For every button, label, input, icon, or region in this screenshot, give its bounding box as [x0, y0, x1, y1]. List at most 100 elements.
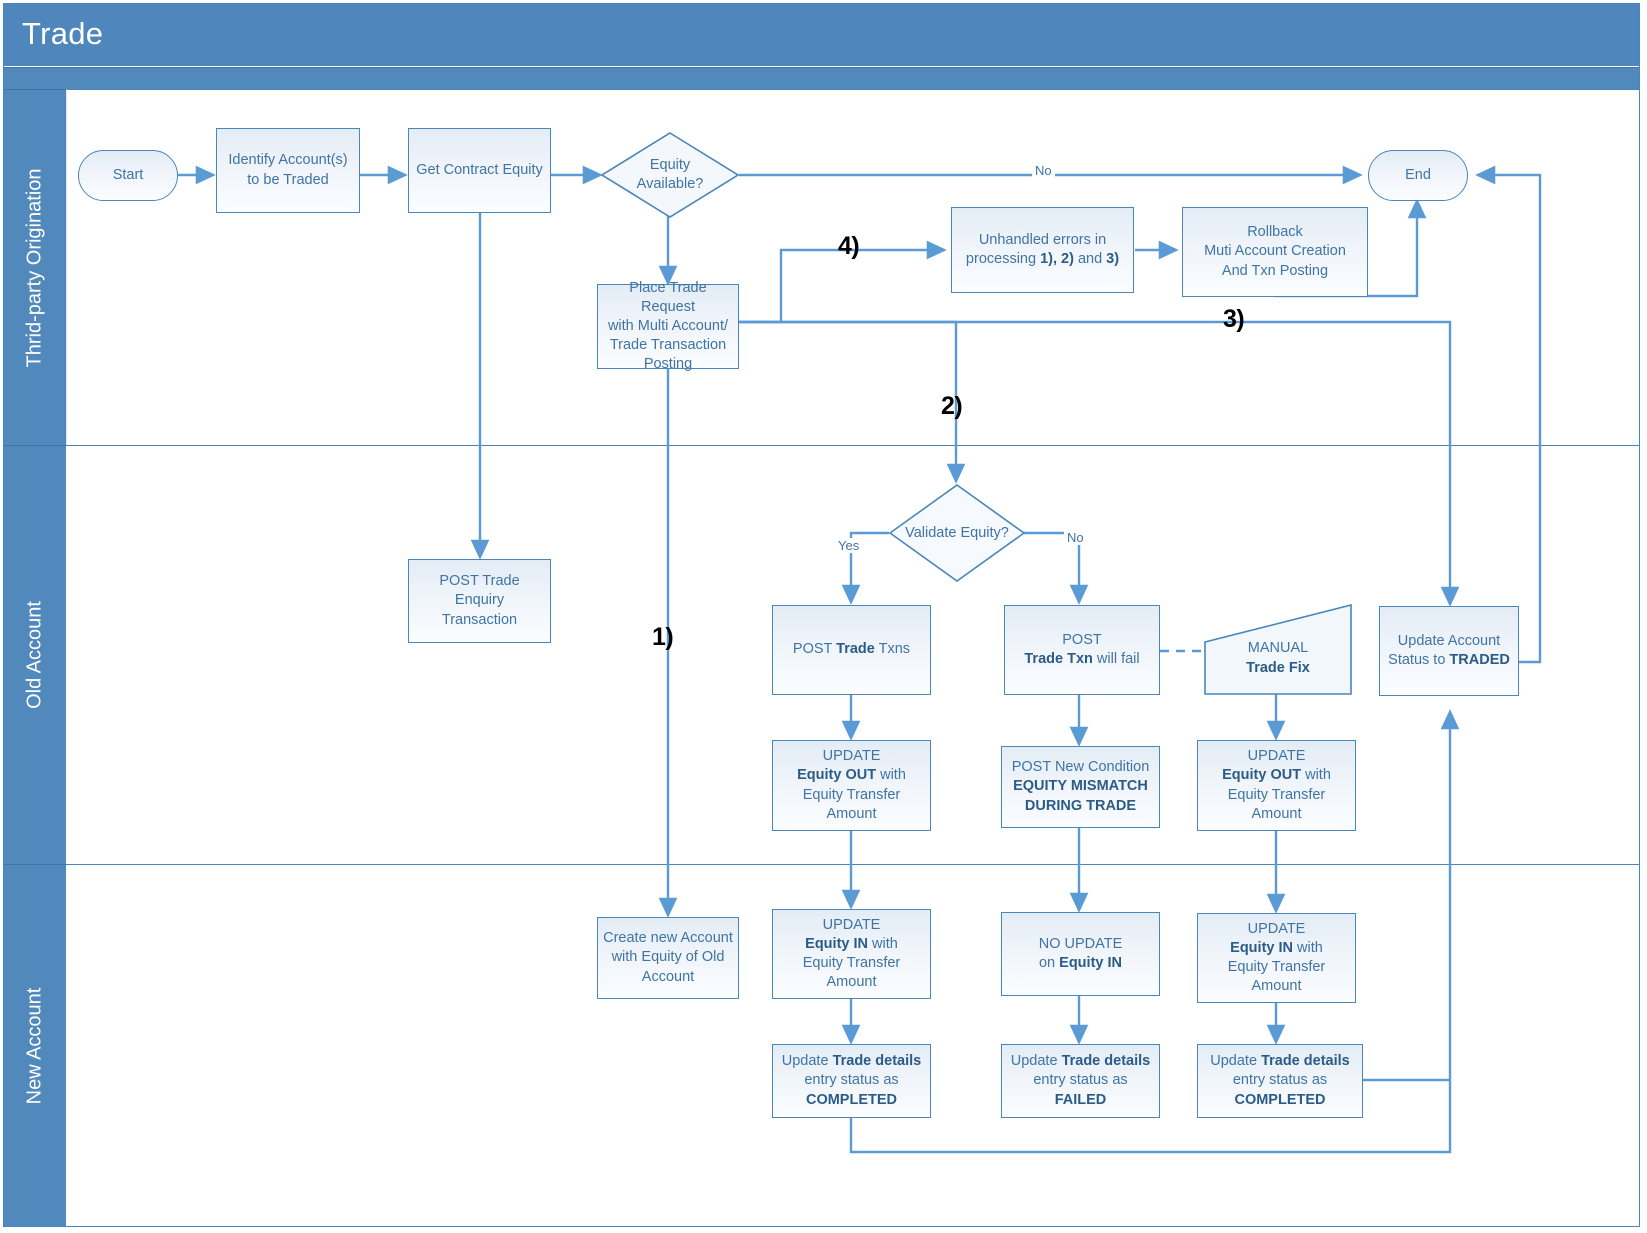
node-place-trade-request[interactable]: Place Trade Request with Multi Account/ … [597, 280, 739, 372]
tdc-r-bold3: COMPLETED [1234, 1091, 1326, 1108]
node-no-update-equity-in[interactable]: NO UPDATE on Equity IN [1001, 912, 1160, 996]
eq-in-l-line3: Equity Transfer [802, 955, 901, 971]
eq-in-r-line4: Amount [1251, 978, 1302, 995]
tdc-r-pre: Update [1210, 1053, 1262, 1070]
lane-label-thirdparty: Thrid-party Origination [23, 168, 46, 367]
edge-label-no-equity: No [1032, 163, 1055, 178]
eq-out-l-line4: Amount [826, 805, 877, 822]
eq-out-r-line4: Amount [1251, 805, 1302, 822]
node-post-enquiry-line1: POST Trade Enquiry [439, 573, 520, 609]
eq-in-r-post: with [1293, 939, 1323, 956]
node-rollback-line2: Muti Account Creation [1204, 243, 1346, 260]
node-update-account-status[interactable]: Update Account Status to TRADED [1379, 606, 1519, 696]
tdc-l-bold3: COMPLETED [805, 1091, 897, 1108]
node-equity-available-line2: Available? [636, 176, 704, 192]
node-unhandled-errors-line2: processing 1), 2) and 3) [966, 250, 1119, 269]
lane-header-new-account: New Account [4, 864, 66, 1226]
nu-pre: on [1038, 955, 1060, 971]
lane-label-old-account: Old Account [23, 601, 46, 709]
pnc-line2: EQUITY MISMATCH [1013, 778, 1148, 795]
nu-bold: Equity IN [1059, 955, 1122, 971]
node-post-enquiry-line2: Transaction [441, 611, 518, 628]
eq-in-l-line4: Amount [826, 974, 877, 991]
node-rollback-line3: And Txn Posting [1221, 262, 1329, 279]
eq-out-l-post: with [876, 767, 906, 784]
edge-label-validate-no: No [1064, 530, 1087, 545]
tdc-l-bold1: Trade details [832, 1053, 922, 1070]
nu-line1: NO UPDATE [1038, 935, 1123, 952]
node-identify-accounts[interactable]: Identify Account(s) to be Traded [216, 128, 360, 213]
node-start[interactable]: Start [78, 150, 178, 201]
eq-out-l-line1: UPDATE [822, 748, 881, 765]
tdc-l-line2: entry status as [804, 1072, 899, 1089]
node-place-trade-line3: Trade Transaction [609, 337, 727, 354]
node-post-trade-txns[interactable]: POST Trade Txns [772, 605, 931, 695]
eq-out-l-bold: Equity OUT [797, 767, 877, 784]
node-identify-accounts-line2: to be Traded [247, 171, 329, 188]
node-trade-details-failed[interactable]: Update Trade details entry status as FAI… [1001, 1044, 1160, 1118]
tdc-r-line2: entry status as [1232, 1072, 1328, 1089]
step-marker-3: 3) [1223, 305, 1245, 333]
node-validate-equity[interactable]: Validate Equity? [889, 484, 1025, 582]
tdf-bold2: FAILED [1054, 1091, 1107, 1108]
node-manual-trade-fix[interactable]: MANUAL Trade Fix [1204, 604, 1352, 695]
node-get-contract-equity[interactable]: Get Contract Equity [408, 128, 551, 213]
node-trade-details-completed-right[interactable]: Update Trade details entry status as COM… [1197, 1044, 1363, 1118]
node-identify-accounts-line1: Identify Account(s) [228, 152, 348, 169]
diamond-shape [889, 484, 1025, 582]
node-unhandled-errors[interactable]: Unhandled errors in processing 1), 2) an… [951, 207, 1134, 293]
node-end[interactable]: End [1368, 150, 1468, 201]
node-place-trade-line2: with Multi Account/ [607, 317, 729, 334]
lane-header-old-account: Old Account [4, 445, 66, 864]
eq-out-r-post: with [1301, 767, 1331, 784]
post-fail-post: will fail [1092, 651, 1140, 667]
step-marker-4: 4) [838, 232, 860, 260]
post-trade-bold: Trade [836, 641, 875, 658]
cna-line1: Create new Account [603, 930, 733, 947]
eq-in-r-bold: Equity IN [1230, 939, 1293, 956]
tdc-r-bold1: Trade details [1261, 1053, 1350, 1070]
node-start-label: Start [112, 166, 144, 183]
tdc-l-pre: Update [781, 1053, 833, 1070]
node-update-status-line2: Status to TRADED [1388, 651, 1510, 670]
post-trade-pre: POST [792, 641, 837, 658]
unhandled-bold2: 3) [1106, 251, 1120, 267]
diagram-subheader-band [4, 67, 1639, 89]
node-update-equity-out-left[interactable]: UPDATE Equity OUT with Equity Transfer A… [772, 740, 931, 831]
eq-out-r-line1: UPDATE [1247, 748, 1306, 765]
node-rollback[interactable]: Rollback Muti Account Creation And Txn P… [1182, 207, 1368, 297]
node-post-trade-enquiry[interactable]: POST Trade Enquiry Transaction [408, 559, 551, 643]
node-update-equity-in-left[interactable]: UPDATE Equity IN with Equity Transfer Am… [772, 909, 931, 999]
cna-line2: with Equity of Old [611, 949, 725, 966]
eq-out-l-line3: Equity Transfer [802, 786, 901, 803]
page-title: Trade [22, 16, 104, 51]
node-equity-available-line1: Equity [649, 157, 691, 174]
node-trade-details-completed-left[interactable]: Update Trade details entry status as COM… [772, 1044, 931, 1118]
eq-in-r-line1: UPDATE [1247, 920, 1306, 937]
eq-out-r-line3: Equity Transfer [1227, 786, 1326, 803]
eq-in-l-line1: UPDATE [822, 916, 881, 933]
node-post-trade-txn-fail[interactable]: POST Trade Txn will fail [1004, 605, 1160, 695]
node-unhandled-errors-line1: Unhandled errors in [978, 231, 1107, 248]
lane-label-new-account: New Account [23, 987, 46, 1104]
node-post-new-condition[interactable]: POST New Condition EQUITY MISMATCH DURIN… [1001, 746, 1160, 828]
unhandled-mid: and [1073, 251, 1107, 267]
node-place-trade-line1: Place Trade Request [629, 279, 707, 315]
pnc-line3: DURING TRADE [1024, 797, 1137, 814]
tdf-bold1: Trade details [1061, 1053, 1151, 1070]
update-status-bold: TRADED [1449, 652, 1510, 668]
node-manual-fix-line2: Trade Fix [1246, 659, 1310, 676]
node-update-status-line1: Update Account [1397, 632, 1501, 649]
node-update-equity-in-right[interactable]: UPDATE Equity IN with Equity Transfer Am… [1197, 913, 1356, 1003]
eq-in-l-bold: Equity IN [805, 935, 868, 952]
node-manual-fix-line1: MANUAL [1247, 640, 1309, 657]
diagram-frame [3, 3, 1640, 1227]
node-update-equity-out-right[interactable]: UPDATE Equity OUT with Equity Transfer A… [1197, 740, 1356, 831]
eq-in-l-post: with [868, 935, 898, 952]
tdf-pre2: entry status as [1033, 1072, 1128, 1089]
lane-header-thirdparty: Thrid-party Origination [4, 89, 66, 445]
node-equity-available[interactable]: Equity Available? [601, 132, 739, 218]
node-create-new-account[interactable]: Create new Account with Equity of Old Ac… [597, 917, 739, 999]
node-post-fail-line2: Trade Txn will fail [1024, 650, 1139, 669]
node-place-trade-line4: Posting [643, 356, 693, 373]
